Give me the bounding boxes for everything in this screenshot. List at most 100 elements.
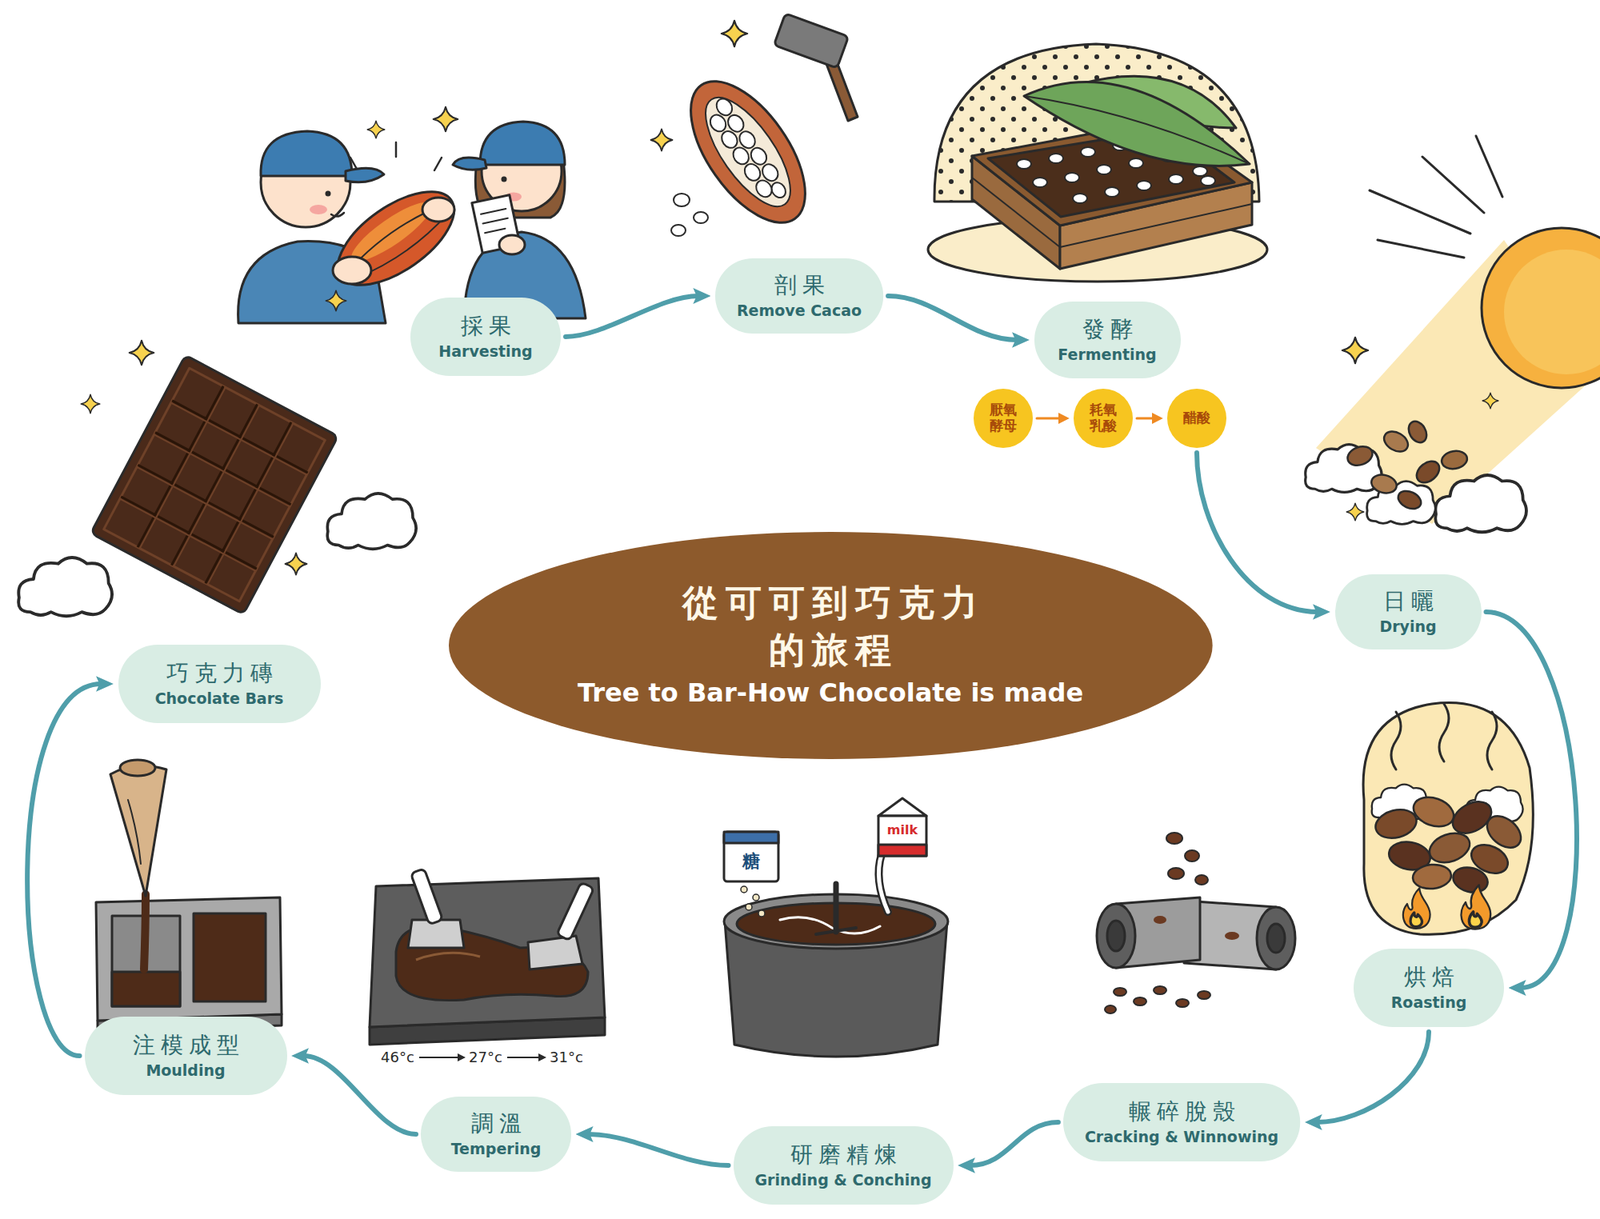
pill-fill (1353, 948, 1504, 1028)
cracking-illustration-part (1195, 875, 1208, 885)
cracking-illustration-part (1104, 1005, 1116, 1014)
label-main: 烘焙 (1398, 963, 1460, 992)
step-label: 烘焙Roasting (1352, 948, 1505, 1028)
roasting-illustration-part (1363, 703, 1533, 936)
label-sub: Tree to Bar-How Chocolate is made (577, 675, 1084, 712)
harvest-illustration-part (480, 208, 506, 215)
roasting-illustration-part (1487, 712, 1497, 770)
label-main: 剖果 (768, 271, 831, 300)
label-sub: Roasting (1391, 992, 1468, 1013)
label-main: 巧克力磚 (160, 659, 279, 688)
harvest-illustration-part (501, 176, 508, 183)
circle-fill (973, 388, 1033, 448)
chocolate-bar-illustration-part (208, 423, 294, 584)
label-main: 厭氧酵母 (988, 402, 1018, 434)
label-sub: Moulding (145, 1060, 225, 1081)
moulding-illustration-part (110, 765, 167, 896)
cracking-illustration-part (1176, 999, 1189, 1008)
harvest-illustration-part (322, 173, 470, 304)
grinding-illustration-part (816, 928, 856, 935)
drying-illustration-part (1380, 427, 1412, 456)
chocolate-bar-illustration (18, 340, 416, 617)
open-pod-illustration-part (701, 96, 792, 208)
chocolate-bar-illustration-part (129, 340, 155, 366)
harvest-illustration-part (345, 168, 384, 182)
temperature-label: 31°c (549, 1049, 584, 1066)
harvest-illustration-part (331, 212, 344, 217)
grinding-illustration-part (724, 832, 779, 882)
harvest-illustration-part (325, 290, 346, 311)
label-main: 調溫 (465, 1109, 528, 1138)
label-sub: Drying (1379, 616, 1436, 637)
ferment-illustration-part (1096, 164, 1112, 175)
roasting-illustration-part (1425, 828, 1474, 868)
harvest-illustration-part (332, 256, 372, 284)
drying-illustration-part (1412, 456, 1444, 487)
harvest-illustration-part (422, 197, 455, 222)
drying-illustration-part (1377, 240, 1464, 258)
roasting-illustration-part (1409, 792, 1458, 832)
label-sub: Remove Cacao (736, 300, 862, 321)
step-label: 巧克力磚Chocolate Bars (117, 644, 322, 724)
pill-fill (715, 258, 884, 334)
grinding-illustration (724, 798, 948, 1057)
roasting-illustration (1363, 703, 1533, 936)
ferment-illustration-part (1016, 159, 1032, 169)
drying-illustration-part (1344, 418, 1468, 513)
step-label: 注模成型Moulding (84, 1016, 288, 1096)
flow-arrow (1196, 452, 1319, 612)
ferment-illustration-part (1080, 147, 1096, 157)
package-text: 糖 (742, 852, 760, 872)
label-sub: Cracking & Winnowing (1084, 1127, 1279, 1148)
drying-illustration-part (1435, 475, 1527, 532)
label-main: 發酵 (1076, 315, 1139, 344)
cracking-illustration-part (1197, 991, 1211, 1000)
step-label: 調溫Tempering (420, 1096, 572, 1173)
cracking-illustration-part (1107, 920, 1125, 952)
grinding-illustration-part (724, 832, 779, 844)
chocolate-bar-illustration-part (173, 405, 260, 567)
open-pod-illustration-part (668, 62, 828, 242)
label-main: 耗氧乳酸 (1088, 402, 1118, 434)
chocolate-bar-illustration-part (136, 467, 273, 540)
chocolate-bar-illustration-part (80, 394, 100, 413)
flow-arrow (1036, 417, 1062, 420)
step-label: 採果Harvesting (409, 296, 562, 377)
cracking-illustration-part (1256, 907, 1296, 970)
step-label: 輾碎脫殼Cracking & Winnowing (1062, 1082, 1301, 1163)
chocolate-bar-illustration-part (155, 432, 292, 505)
grinding-illustration-part (878, 816, 927, 856)
drying-illustration-part (1440, 448, 1468, 471)
chocolate-bar-illustration-part (18, 557, 112, 616)
pill-fill (1034, 301, 1181, 379)
flow-arrow (1316, 1032, 1429, 1123)
cracking-illustration-part (1153, 916, 1240, 940)
package-text: milk (887, 823, 918, 838)
chocolate-bar-illustration-part (90, 355, 338, 615)
flow-arrow (565, 296, 699, 337)
drying-illustration-part (1369, 472, 1400, 496)
flow-arrow (27, 684, 101, 1056)
chocolate-bar-illustration-part (172, 400, 308, 473)
chocolate-bar-illustration-part (327, 493, 416, 550)
harvest-illustration-part (480, 208, 510, 233)
open-pod-illustration-part (668, 62, 828, 242)
moulding-illustration-part (96, 897, 282, 1021)
chocolate-bar-illustration-part (171, 404, 257, 565)
chocolate-bar-illustration-part (104, 368, 326, 601)
open-pod-illustration-part (673, 193, 690, 207)
flow-arrow (588, 1134, 729, 1166)
pill-fill (420, 1096, 572, 1172)
open-pod-illustration-part (773, 13, 848, 68)
grinding-illustration-part (878, 854, 888, 912)
chocolate-bar-illustration-part (154, 434, 291, 507)
open-pod-illustration-part (752, 177, 775, 200)
temperature-label: 46°c (380, 1049, 415, 1066)
drying-illustration-part (1404, 418, 1430, 446)
roasting-illustration-part (1403, 888, 1431, 929)
ferment-illustration-part (1128, 158, 1144, 168)
label-main: 研磨精煉 (784, 1140, 903, 1169)
drying-illustration-part (1482, 392, 1499, 409)
tempering-illustration-part (408, 920, 464, 948)
